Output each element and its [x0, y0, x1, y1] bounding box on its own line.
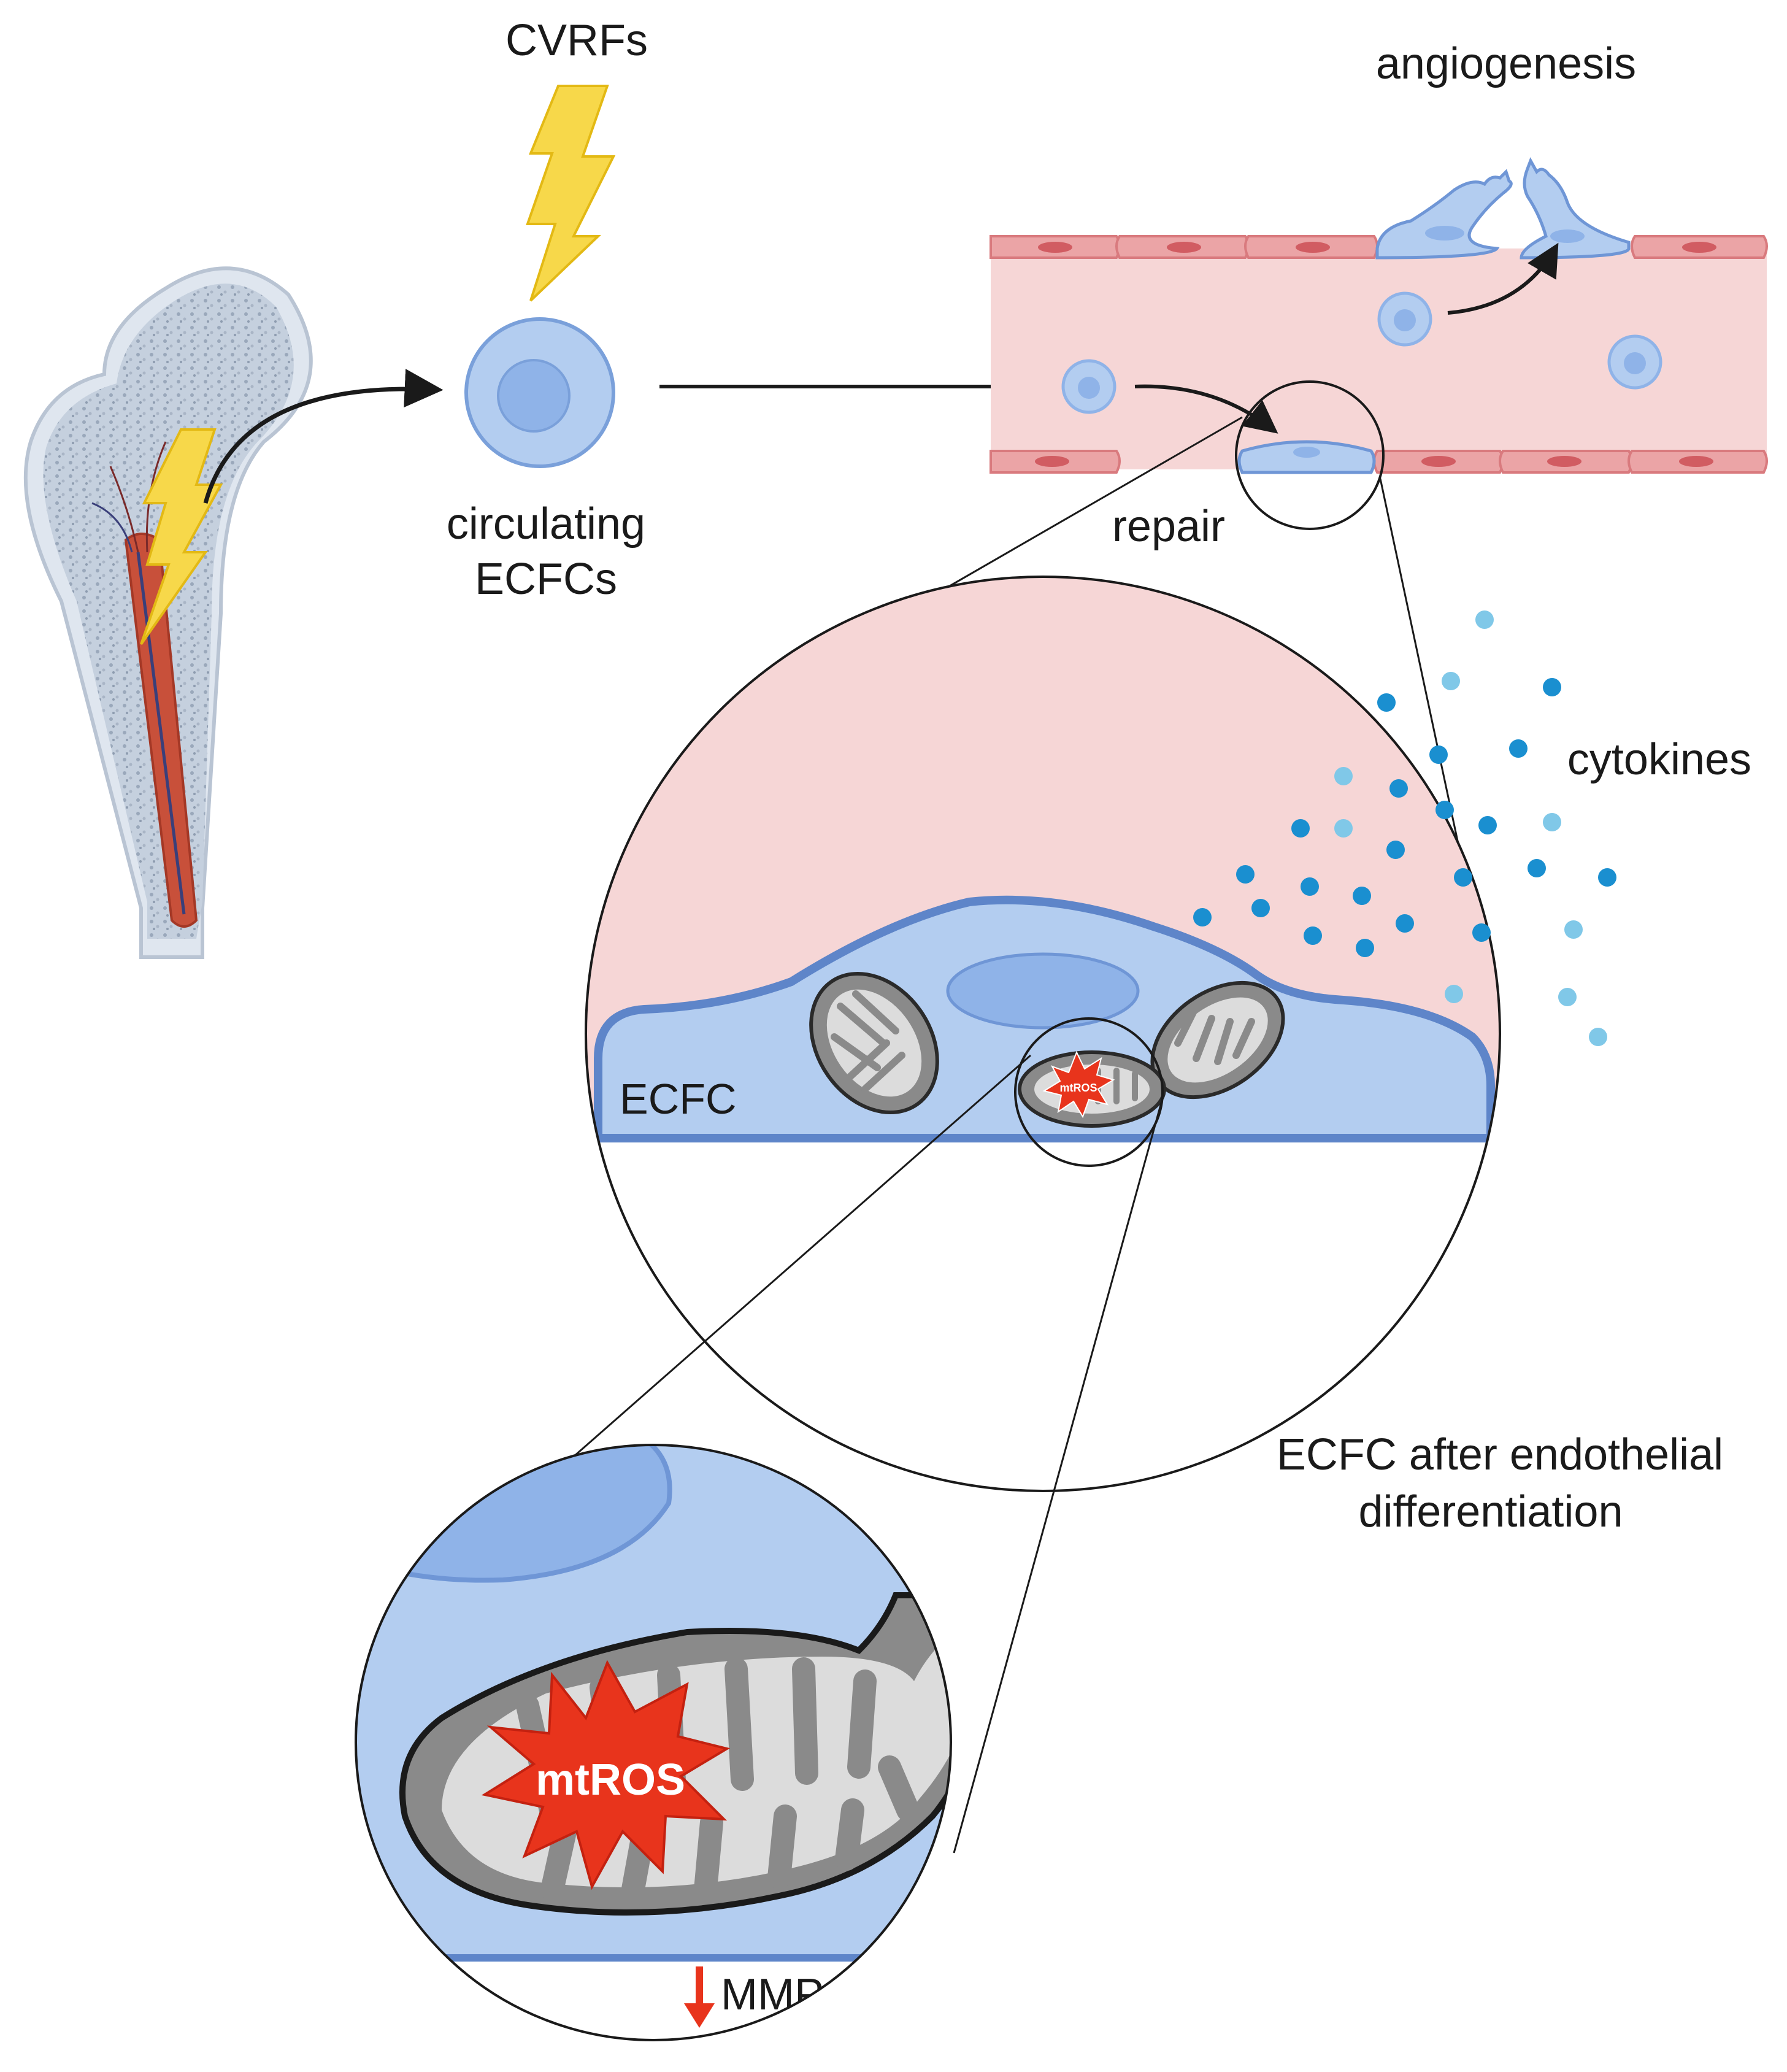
after-differentiation-line2: differentiation: [1359, 1487, 1623, 1536]
arrow-angiogenesis: [1447, 242, 1559, 315]
mtros-burst-large: [481, 1660, 731, 1890]
mitochondrion-icon: [1150, 980, 1285, 1100]
zoom-circle-small: [1235, 380, 1385, 530]
repair-ecfc-nucleus: [1293, 447, 1320, 458]
mmp-label: MMP: [721, 1970, 824, 2019]
arrow-repair: [1134, 384, 1278, 434]
endothelium-bottom: [990, 450, 1768, 474]
mitochondrion-icon: [809, 971, 939, 1115]
sprouting-ecfc-left-nucleus: [1425, 226, 1464, 241]
bottom-zoom: mtROS MMP: [356, 1445, 951, 2040]
sprouting-ecfc-right: [1520, 157, 1631, 260]
lumen-cell: [1377, 291, 1432, 347]
down-arrow-icon: [684, 1966, 715, 2028]
arrow-bone-to-circulation: [203, 369, 444, 504]
lumen-cell: [1607, 334, 1662, 390]
membrane-line: [356, 1954, 951, 1962]
cytokines-label: cytokines: [1567, 735, 1751, 784]
cytokines: [1193, 610, 1616, 1046]
circulating-ecfc-cell: [464, 317, 615, 468]
zoom-circle-mito: [1014, 1017, 1164, 1167]
lightning-bolt-icon: [140, 428, 223, 645]
lumen-cell: [1061, 359, 1116, 414]
femur-bone-icon: [23, 266, 313, 959]
zoom-circle-bottom: [355, 1444, 952, 2041]
endothelium-top: [990, 235, 1768, 259]
ecfc-nucleus: [946, 952, 1140, 1030]
blood-vessel: [990, 157, 1768, 474]
repair-label: repair: [1112, 502, 1225, 551]
sprouting-ecfc-left: [1375, 169, 1513, 260]
angiogenesis-label: angiogenesis: [1376, 39, 1636, 88]
zoom-circle-middle: [585, 576, 1501, 1492]
ecfc-label: ECFC: [620, 1075, 737, 1123]
circulating-label-line1: circulating: [447, 499, 645, 549]
sprouting-ecfc-right-nucleus: [1550, 229, 1585, 243]
circulating-label-line2: ECFCs: [475, 555, 617, 604]
after-differentiation-line1: ECFC after endothelial: [1277, 1430, 1723, 1479]
zoom-line: [953, 1098, 1164, 1854]
lightning-bolt-icon: [526, 85, 616, 302]
cvrfs-label: CVRFs: [505, 16, 648, 65]
mtros-large-label: mtROS: [536, 1755, 685, 1804]
mtros-small-label: mtROS: [1059, 1082, 1097, 1094]
mtros-burst-small: [1042, 1050, 1115, 1119]
